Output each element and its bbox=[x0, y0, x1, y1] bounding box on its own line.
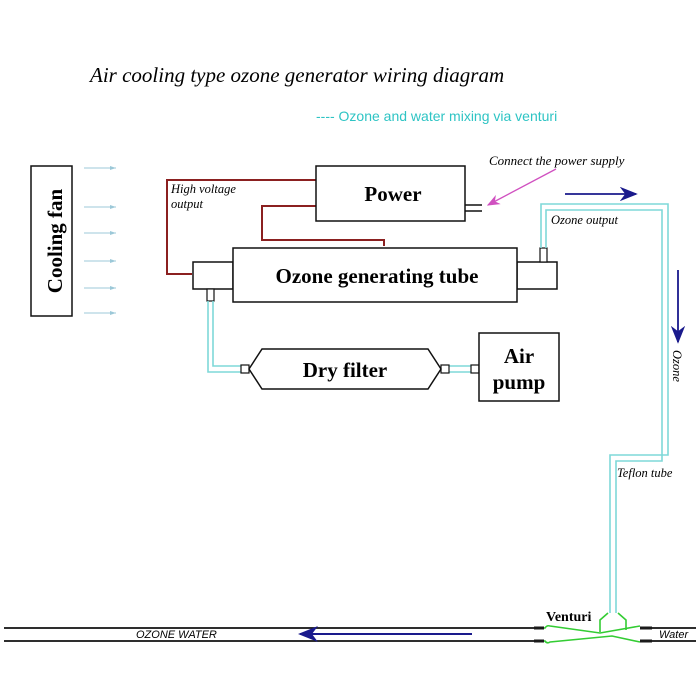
dry-filter-label: Dry filter bbox=[303, 358, 388, 382]
air-pump-label-2: pump bbox=[493, 370, 546, 394]
venturi-label: Venturi bbox=[546, 610, 591, 625]
diagram-title: Air cooling type ozone generator wiring … bbox=[88, 63, 504, 87]
tube-outlet-nozzle bbox=[539, 247, 548, 263]
diagram-subtitle: ---- Ozone and water mixing via venturi bbox=[316, 108, 557, 124]
venturi-inlet-left bbox=[599, 612, 609, 632]
cooling-fan-label: Cooling fan bbox=[43, 188, 67, 293]
dry-filter: Dry filter bbox=[240, 348, 450, 390]
power-unit: Power bbox=[315, 165, 482, 222]
venturi-connectors bbox=[534, 626, 652, 643]
ozone-tube-inner bbox=[545, 209, 663, 613]
air-pump: Air pump bbox=[470, 332, 560, 402]
air-pump-box bbox=[478, 332, 560, 402]
airflow-arrows bbox=[84, 166, 116, 315]
air-pump-label-1: Air bbox=[504, 344, 534, 368]
ozone-output-tubing bbox=[540, 203, 669, 613]
ozone-tube-label: Ozone generating tube bbox=[276, 264, 479, 288]
pump-nozzle bbox=[470, 364, 480, 374]
ozone-generating-tube: Ozone generating tube bbox=[192, 247, 558, 303]
high-voltage-wires bbox=[166, 179, 385, 275]
air-tube-outer bbox=[207, 301, 244, 373]
power-label: Power bbox=[364, 182, 421, 206]
tube-inlet-nozzle bbox=[206, 288, 215, 302]
ozone-water-label: OZONE WATER bbox=[136, 629, 217, 641]
venturi bbox=[540, 612, 641, 644]
cooling-fan: Cooling fan bbox=[30, 165, 73, 317]
connect-power-label: Connect the power supply bbox=[489, 153, 625, 168]
high-voltage-label-2: output bbox=[171, 197, 203, 211]
venturi-top-wall bbox=[540, 624, 641, 634]
teflon-tube-label: Teflon tube bbox=[617, 466, 673, 480]
ozone-tube-outer bbox=[540, 203, 669, 613]
tube-body bbox=[232, 247, 518, 303]
venturi-bottom-wall bbox=[540, 635, 641, 644]
filter-body bbox=[248, 348, 442, 390]
cooling-fan-box bbox=[30, 165, 73, 317]
filter-outlet-nozzle bbox=[440, 364, 450, 374]
ozone-output-label: Ozone output bbox=[551, 213, 619, 227]
high-voltage-label-1: High voltage bbox=[170, 182, 236, 196]
air-tube-inner bbox=[212, 301, 244, 367]
hv-wire-outer bbox=[166, 179, 316, 275]
ozone-vertical-label: Ozone bbox=[670, 350, 684, 382]
hv-wire-inner bbox=[261, 205, 385, 246]
water-label: Water bbox=[659, 629, 689, 641]
power-pointer-arrow bbox=[486, 168, 557, 206]
tube-right-cap bbox=[516, 261, 558, 290]
venturi-inlet-right bbox=[617, 612, 627, 630]
filter-inlet-nozzle bbox=[240, 364, 250, 374]
tube-left-cap bbox=[192, 261, 234, 290]
power-box bbox=[315, 165, 466, 222]
